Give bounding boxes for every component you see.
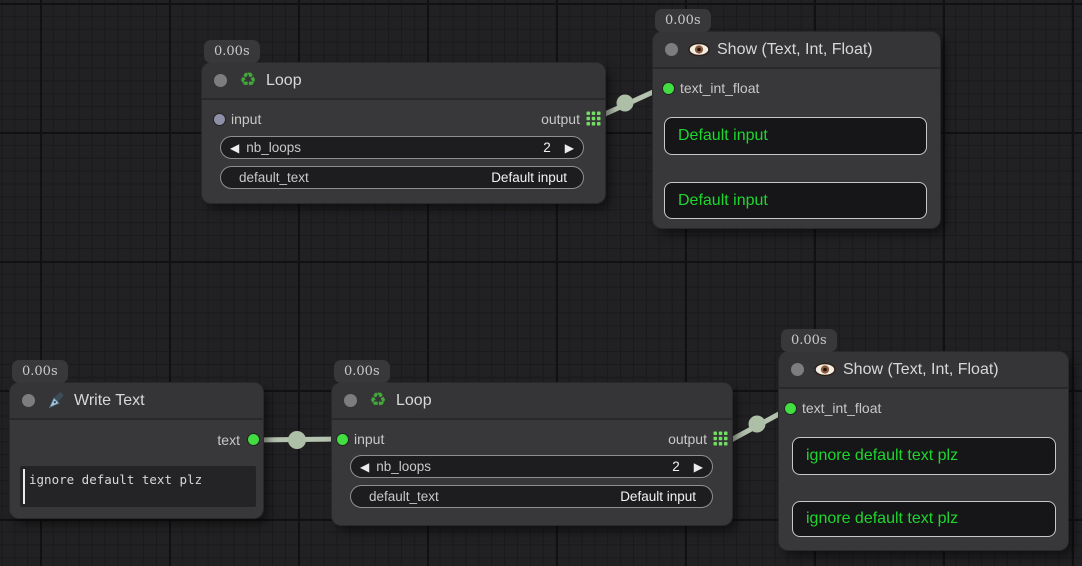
node-title-bar[interactable]: ♻ Loop: [202, 63, 605, 100]
increment-arrow[interactable]: ▶: [693, 459, 703, 474]
node-write-text[interactable]: 0.00s Write Text text ignore default tex…: [10, 360, 263, 518]
node-title: Show (Text, Int, Float): [843, 360, 999, 378]
exec-time-badge: 0.00s: [655, 9, 711, 32]
node-loop-bottom[interactable]: 0.00s ♻ Loop input output ◀ nb_loops 2 ▶…: [332, 360, 732, 525]
input-socket[interactable]: [213, 113, 226, 126]
increment-arrow[interactable]: ▶: [564, 140, 574, 155]
wire-reroute-dot[interactable]: [748, 415, 766, 433]
output-socket-label: output: [541, 111, 580, 127]
output-socket-label: text: [217, 432, 240, 448]
widget-value: 2: [543, 140, 551, 155]
decrement-arrow[interactable]: ◀: [360, 459, 370, 474]
node-title-bar[interactable]: ♻ Loop: [332, 383, 732, 420]
default-text-widget[interactable]: default_text Default input: [350, 485, 713, 508]
input-socket[interactable]: [662, 82, 675, 95]
node-show-top[interactable]: 0.00s Show (Text, Int, Float) text_int_f…: [653, 9, 940, 228]
widget-label: nb_loops: [246, 140, 302, 155]
eye-icon: [814, 362, 836, 377]
recycle-icon: ♻: [369, 390, 387, 411]
node-loop-top[interactable]: 0.00s ♻ Loop input output ◀ nb_loops 2 ▶…: [202, 40, 605, 203]
collapse-dot[interactable]: [665, 43, 678, 56]
exec-time-badge: 0.00s: [204, 40, 260, 63]
nb-loops-widget[interactable]: ◀ nb_loops 2 ▶: [220, 136, 584, 159]
widget-label: nb_loops: [376, 459, 432, 474]
default-text-widget[interactable]: default_text Default input: [220, 166, 584, 189]
text-input-area[interactable]: ignore default text plz: [20, 466, 256, 507]
decrement-arrow[interactable]: ◀: [230, 140, 240, 155]
input-socket[interactable]: [336, 433, 349, 446]
node-title: Show (Text, Int, Float): [717, 40, 873, 58]
node-title: Loop: [266, 71, 302, 89]
text-cursor: [23, 469, 25, 504]
input-socket-label: input: [231, 111, 262, 127]
output-socket-label: output: [668, 431, 707, 447]
widget-label: default_text: [369, 489, 439, 504]
input-socket-label: text_int_float: [802, 400, 882, 416]
collapse-dot[interactable]: [791, 363, 804, 376]
widget-value: 2: [672, 459, 680, 474]
node-title: Loop: [396, 391, 432, 409]
recycle-icon: ♻: [239, 70, 257, 91]
wire-reroute-dot[interactable]: [288, 431, 306, 449]
output-socket[interactable]: [247, 433, 260, 446]
display-text-box[interactable]: ignore default text plz: [792, 437, 1056, 475]
display-text-box[interactable]: ignore default text plz: [792, 501, 1056, 537]
widget-value: Default input: [620, 489, 696, 504]
eye-icon: [688, 42, 710, 57]
input-socket[interactable]: [784, 402, 797, 415]
collapse-dot[interactable]: [22, 394, 35, 407]
widget-label: default_text: [239, 170, 309, 185]
display-text-box[interactable]: Default input: [664, 117, 927, 155]
text-value: ignore default text plz: [29, 472, 203, 487]
node-title-bar[interactable]: Write Text: [10, 383, 263, 420]
display-text-box[interactable]: Default input: [664, 182, 927, 219]
node-title-bar[interactable]: Show (Text, Int, Float): [653, 32, 940, 69]
exec-time-badge: 0.00s: [12, 360, 68, 383]
node-title: Write Text: [74, 391, 145, 409]
exec-time-badge: 0.00s: [781, 329, 837, 352]
widget-value: Default input: [491, 170, 567, 185]
pen-nib-icon: [45, 391, 67, 411]
input-socket-label: input: [354, 431, 385, 447]
input-socket-label: text_int_float: [680, 80, 760, 96]
collapse-dot[interactable]: [214, 74, 227, 87]
node-title-bar[interactable]: Show (Text, Int, Float): [779, 352, 1068, 389]
wire-reroute-dot[interactable]: [616, 94, 634, 112]
multi-output-grid-icon[interactable]: [586, 111, 601, 126]
collapse-dot[interactable]: [344, 394, 357, 407]
multi-output-grid-icon[interactable]: [713, 431, 728, 446]
exec-time-badge: 0.00s: [334, 360, 390, 383]
nb-loops-widget[interactable]: ◀ nb_loops 2 ▶: [350, 455, 713, 478]
node-show-bottom[interactable]: 0.00s Show (Text, Int, Float) text_int_f…: [779, 329, 1068, 550]
